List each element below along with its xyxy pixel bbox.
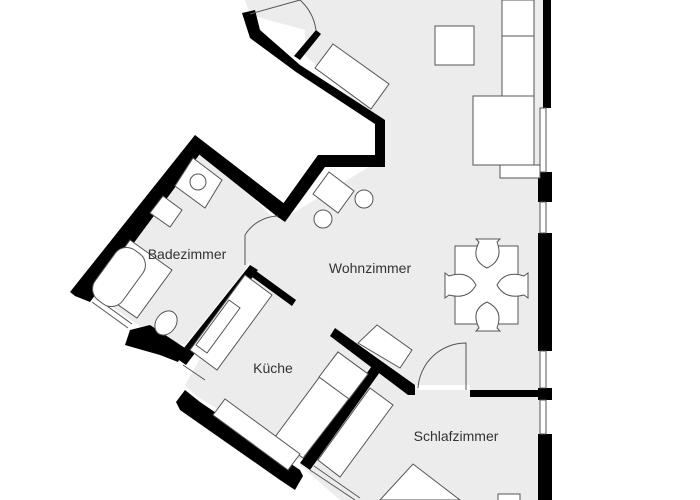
window-3 [539, 350, 547, 389]
room-label-wohnzimmer: Wohnzimmer [328, 260, 412, 276]
bed [379, 463, 461, 500]
doors [244, 0, 467, 390]
windows [91, 107, 547, 500]
wall-right-1 [543, 0, 551, 108]
door-bathroom [244, 215, 279, 265]
fridge [318, 351, 369, 400]
wall-kitchen-top [248, 268, 296, 306]
desk [312, 171, 355, 214]
wall-bath-left [70, 135, 205, 302]
bath-sink [149, 195, 183, 228]
wall-right-5 [538, 434, 552, 500]
kitchen-counter-bottom [212, 398, 301, 471]
sofa-bench [499, 164, 541, 179]
sideboard [314, 43, 390, 110]
washing-machine-drum [189, 173, 207, 191]
window-4 [539, 399, 547, 435]
wall-bath-bottom [125, 325, 185, 362]
bedroom-wardrobe [317, 387, 394, 478]
sofa-back-2 [501, 35, 535, 97]
door-top [249, 0, 317, 31]
window-bath [91, 301, 129, 329]
wall-right-2 [538, 172, 552, 202]
wall-bath-top [195, 135, 286, 218]
toilet [154, 310, 178, 336]
sofa-back-1 [501, 0, 535, 37]
window-1 [539, 107, 547, 173]
wall-bedroom-living [470, 390, 550, 397]
wall-kitchen-bottom [176, 390, 303, 490]
wall-right-3 [538, 233, 552, 351]
wall-kitchen-living [330, 328, 415, 395]
window-kitchen [182, 364, 206, 381]
wall-upper-diagonal [242, 10, 385, 167]
nightstand [497, 493, 521, 500]
wall-kitchen-bedroom [300, 366, 380, 470]
kitchen-sink [195, 299, 241, 354]
living-side-unit [357, 324, 413, 369]
room-label-kueche: Küche [253, 360, 293, 376]
dining-chair-right [496, 272, 529, 299]
coffee-table [434, 25, 475, 66]
wall-notch-bottom [275, 155, 385, 222]
wall-stub-top [294, 30, 321, 60]
dining-chair-top [474, 238, 502, 269]
furniture [92, 0, 541, 500]
room-label-schlafzimmer: Schlafzimmer [413, 428, 499, 444]
chair-1 [354, 189, 374, 209]
wall-right-4 [538, 388, 552, 400]
window-2 [539, 201, 547, 234]
bathtub-inner [92, 246, 146, 308]
dining-chair-bottom [474, 301, 502, 332]
sofa-chaise [472, 95, 535, 166]
door-bedroom [417, 342, 467, 390]
chair-2 [313, 209, 333, 229]
window-bedroom [309, 469, 356, 500]
dining-chair-left [444, 272, 477, 299]
room-label-badezimmer: Badezimmer [147, 246, 227, 262]
